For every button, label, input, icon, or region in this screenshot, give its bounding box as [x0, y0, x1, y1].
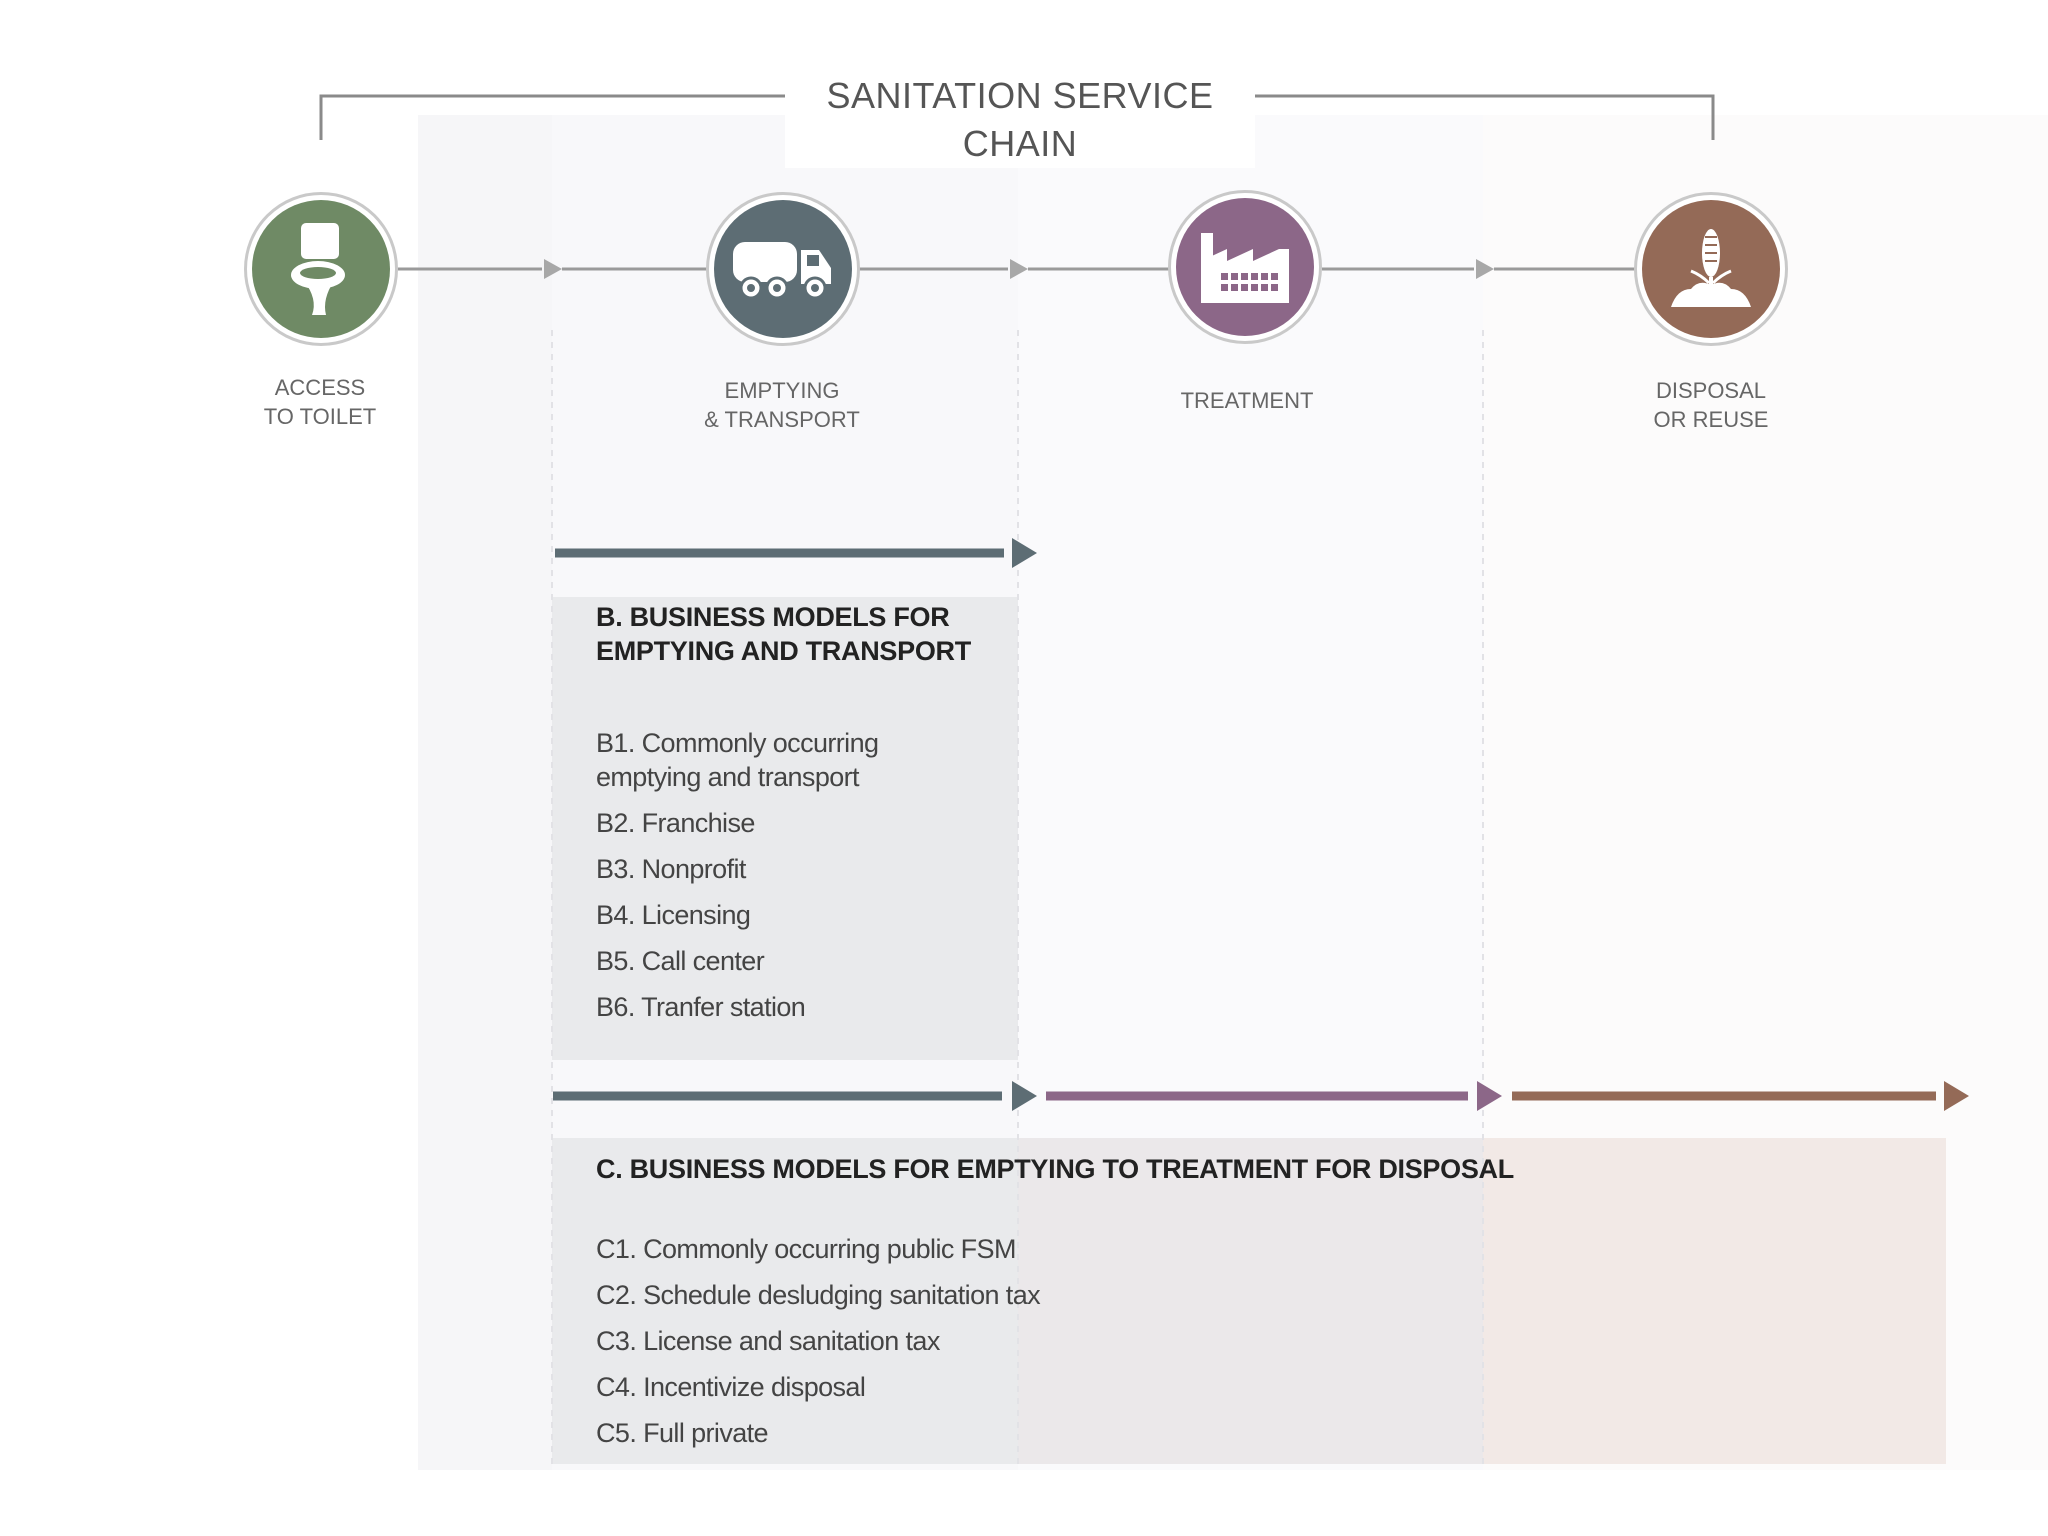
section-b-item: B4. Licensing [596, 900, 751, 930]
section-b-item-1-line1: B1. Commonly occurring [596, 728, 879, 758]
section-c-item: C4. Incentivize disposal [596, 1372, 866, 1402]
access-column-bg [418, 115, 552, 1470]
stage-disposal-label-line1: DISPOSAL [1655, 378, 1767, 403]
toilet-icon [291, 223, 345, 315]
stage-access-label-line2: TO TOILET [263, 404, 377, 429]
stage-emptying-label-line1: EMPTYING [724, 378, 840, 403]
stage-emptying-label-line2: & TRANSPORT [704, 407, 860, 432]
connector-arrow-3 [1476, 259, 1494, 279]
section-b-item: B6. Tranfer station [596, 992, 806, 1022]
section-b-heading-line1: B. BUSINESS MODELS FOR [596, 602, 950, 632]
section-b-arrow-head [1012, 538, 1037, 568]
section-c-item: C1. Commonly occurring public FSM [596, 1234, 1016, 1264]
stage-disposal-circle [1634, 192, 1788, 346]
section-c-arrow-1-head [1012, 1081, 1037, 1111]
section-b-box [552, 597, 1018, 1060]
stage-disposal-label-line2: OR REUSE [1653, 407, 1769, 432]
section-b-item: B1. Commonly occurring emptying and tran… [596, 726, 879, 794]
stage-access-label-line1: ACCESS [274, 375, 366, 400]
section-b-item: B2. Franchise [596, 808, 755, 838]
factory-icon [1201, 233, 1289, 303]
section-b-list: B1. Commonly occurring emptying and tran… [596, 726, 879, 1036]
stage-access-circle [244, 192, 398, 346]
section-c-arrow-3-head [1944, 1081, 1969, 1111]
section-c-box-left [552, 1138, 1018, 1464]
stage-treatment-label-line1: TREATMENT [1180, 388, 1314, 413]
plant-icon [1671, 229, 1751, 307]
section-b-item: B3. Nonprofit [596, 854, 746, 884]
section-b-item: B5. Call center [596, 946, 765, 976]
section-c-arrow-2-head [1477, 1081, 1502, 1111]
section-c-item: C3. License and sanitation tax [596, 1326, 940, 1356]
connector-arrow-2 [1010, 259, 1028, 279]
stage-treatment-circle [1168, 190, 1322, 344]
section-b-item-1-line2: emptying and transport [596, 762, 860, 792]
section-c-box-right [1483, 1138, 1946, 1464]
stage-treatment-label: TREATMENT [1127, 386, 1367, 415]
section-c-heading: C. BUSINESS MODELS FOR EMPTYING TO TREAT… [596, 1154, 1514, 1184]
section-c-item: C2. Schedule desludging sanitation tax [596, 1280, 1041, 1310]
chain-title: SANITATION SERVICE CHAIN [785, 72, 1255, 168]
stage-disposal-label: DISPOSAL OR REUSE [1591, 376, 1831, 434]
stage-access-label: ACCESS TO TOILET [200, 373, 440, 431]
section-c-item: C5. Full private [596, 1418, 769, 1448]
section-b-heading-line2: EMPTYING AND TRANSPORT [596, 636, 971, 666]
connector-arrow-1 [544, 259, 562, 279]
section-b-heading: B. BUSINESS MODELS FOR EMPTYING AND TRAN… [596, 600, 971, 668]
truck-icon [733, 242, 831, 300]
section-c-list: C1. Commonly occurring public FSM C2. Sc… [596, 1232, 1041, 1462]
section-c-box-middle [1018, 1138, 1483, 1464]
stage-emptying-circle [706, 192, 860, 346]
stage-emptying-label: EMPTYING & TRANSPORT [662, 376, 902, 434]
